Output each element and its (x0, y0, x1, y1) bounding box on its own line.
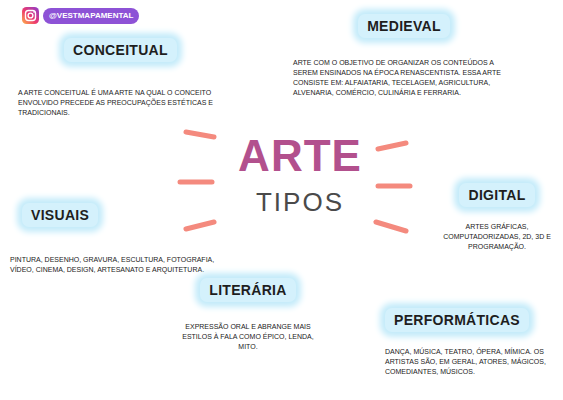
heading-row: DIGITAL (438, 183, 556, 207)
category-heading: PERFORMÁTICAS (385, 308, 529, 332)
category-node: PERFORMÁTICAS DANÇA, MÚSICA, TEATRO, ÓPER… (385, 308, 555, 377)
category-heading: DIGITAL (459, 183, 534, 207)
category-description: ARTE COM O OBJETIVO DE ORGANIZAR OS CONT… (293, 58, 515, 98)
category-heading: VISUAIS (22, 203, 98, 227)
instagram-icon (22, 7, 39, 24)
category-description: DANÇA, MÚSICA, TEATRO, ÓPERA, MÍMICA. OS… (385, 347, 555, 377)
accent-dashes (180, 132, 410, 231)
category-description: A ARTE CONCEITUAL É UMA ARTE NA QUAL O C… (18, 88, 223, 118)
category-description: EXPRESSÃO ORAL E ABRANGE MAIS ESTILOS À … (180, 322, 316, 352)
heading-row: VISUAIS (10, 203, 220, 227)
category-node: VISUAIS PINTURA, DESENHO, GRAVURA, ESCULT… (10, 203, 220, 275)
category-node: LITERÁRIA EXPRESSÃO ORAL E ABRANGE MAIS E… (180, 278, 316, 352)
central-node: ARTE TIPOS (222, 132, 378, 220)
category-node: MEDIEVAL ARTE COM O OBJETIVO DE ORGANIZAR… (293, 14, 515, 98)
center-title: ARTE (222, 132, 378, 180)
heading-row: MEDIEVAL (293, 14, 515, 38)
heading-row: PERFORMÁTICAS (385, 308, 555, 332)
category-heading: LITERÁRIA (200, 278, 295, 302)
category-heading: CONCEITUAL (64, 38, 177, 62)
category-description: ARTES GRÁFICAS, COMPUTADORIZADAS, 2D, 3D… (438, 222, 556, 252)
heading-row: LITERÁRIA (180, 278, 316, 302)
center-subtitle: TIPOS (222, 186, 378, 220)
heading-row: CONCEITUAL (18, 38, 223, 62)
category-node: CONCEITUAL A ARTE CONCEITUAL É UMA ARTE N… (18, 38, 223, 118)
watermark: @VESTMAPAMENTAL (43, 8, 139, 24)
category-description: PINTURA, DESENHO, GRAVURA, ESCULTURA, FO… (10, 255, 220, 275)
category-node: DIGITAL ARTES GRÁFICAS, COMPUTADORIZADAS,… (438, 183, 556, 252)
category-heading: MEDIEVAL (358, 14, 450, 38)
